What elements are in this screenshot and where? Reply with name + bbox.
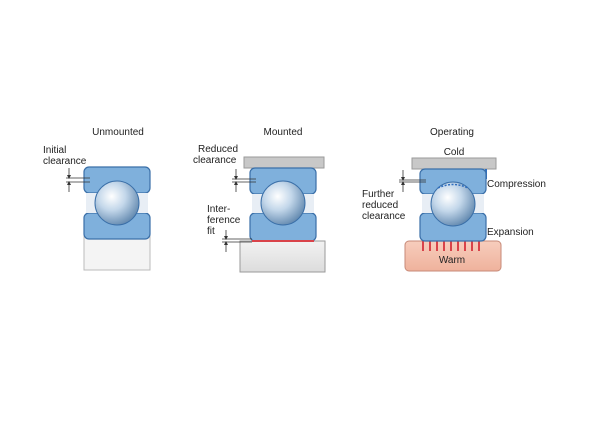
panel-title-unmounted: Unmounted	[92, 127, 144, 138]
ball	[260, 180, 306, 226]
warm-marks	[422, 241, 480, 251]
label-further-1: Further	[362, 189, 395, 200]
label-warm: Warm	[439, 255, 465, 266]
label-cold: Cold	[444, 147, 465, 158]
ball	[430, 181, 476, 227]
label-fit-3: fit	[207, 226, 215, 237]
panel-operating: Operating Cold Warm Compression Expansio	[362, 127, 546, 272]
shaft	[239, 240, 326, 273]
panel-title-mounted: Mounted	[264, 127, 303, 138]
label-reduced-2: clearance	[193, 155, 237, 166]
label-expansion: Expansion	[487, 227, 534, 238]
label-fit-1: Inter-	[207, 204, 230, 215]
compression-arc	[437, 183, 469, 189]
housing	[243, 156, 325, 169]
label-further-2: reduced	[362, 200, 398, 211]
label-further-3: clearance	[362, 211, 406, 222]
ball	[94, 180, 140, 226]
label-reduced-1: Reduced	[198, 144, 238, 155]
panel-unmounted: Unmounted Initial clearance	[43, 127, 151, 271]
label-compression: Compression	[487, 179, 546, 190]
label-fit-2: ference	[207, 215, 241, 226]
housing-cold	[411, 157, 497, 170]
label-initial-2: clearance	[43, 156, 87, 167]
shaft-outline	[83, 235, 151, 271]
label-initial-1: Initial	[43, 145, 66, 156]
panel-mounted: Mounted Reduced clearance Inter- ference…	[193, 127, 326, 273]
panel-title-operating: Operating	[430, 127, 474, 138]
